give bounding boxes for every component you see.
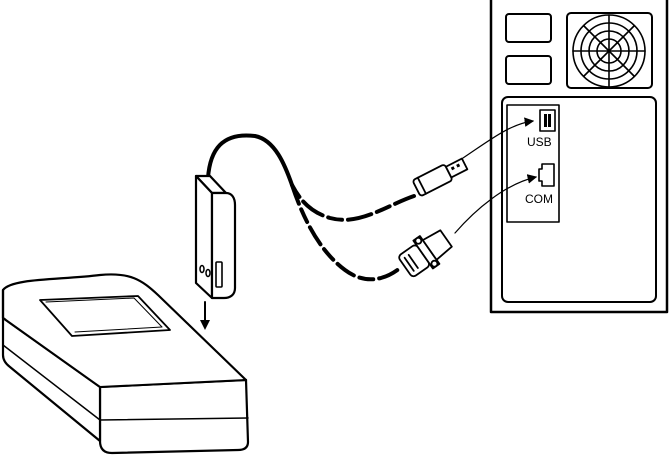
serial-cable — [290, 183, 402, 282]
com-port — [538, 163, 555, 187]
device-side — [1, 288, 102, 443]
cable-common — [206, 133, 294, 187]
usb-plug-icon — [412, 157, 469, 197]
pc-case — [489, 0, 669, 314]
usb-cable — [290, 183, 416, 222]
io-port-area — [506, 104, 560, 223]
handheld-device-icon — [1, 273, 250, 455]
com-arrow — [454, 174, 538, 234]
insert-arrow — [200, 301, 210, 330]
usb-arrow — [462, 117, 535, 159]
com-port-label: COM — [525, 192, 553, 206]
serial-db9-plug-icon — [398, 229, 453, 278]
fan-icon — [566, 12, 653, 89]
usb-port — [539, 109, 556, 132]
pc-tower: USB COM — [489, 0, 669, 314]
usb-port-label: USB — [527, 135, 552, 149]
drive-bay-top — [505, 13, 552, 43]
drive-bay-bottom — [505, 55, 552, 85]
device-front — [98, 378, 250, 455]
adapter-cradle-icon — [194, 174, 237, 300]
adapter-side — [194, 174, 214, 300]
rear-panel — [501, 96, 657, 303]
